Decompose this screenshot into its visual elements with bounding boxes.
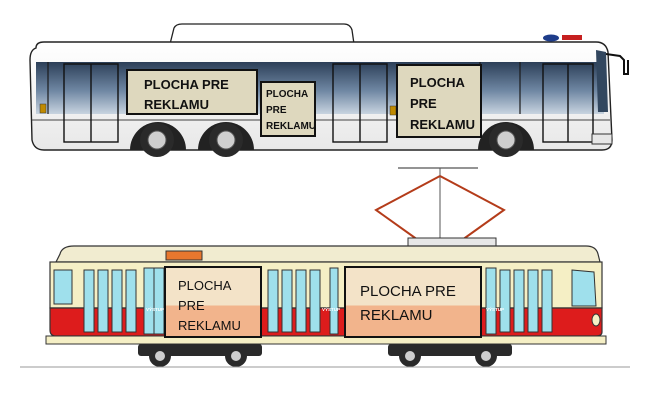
- bus-window-band: [36, 62, 604, 114]
- tram-destination-sign: [165, 250, 203, 261]
- bus-front-window: [596, 50, 608, 112]
- tram-roof: [55, 245, 601, 263]
- bus-ad-panel-1-label: PLOCHA PRE REKLAMU: [144, 77, 229, 112]
- tram-bogies: [138, 344, 512, 367]
- tram-exit-label-1: VÝSTUP: [146, 306, 164, 312]
- bus-wheels: [130, 122, 534, 157]
- bus-ad-panel-2-label: PLOCHA PRE REKLAMU: [266, 89, 316, 132]
- bus-mirror-icon: [605, 53, 629, 75]
- tram-ad-panel-2-label: PLOCHA PRE REKLAMU: [360, 283, 456, 324]
- tram-roof-equipment: [407, 237, 497, 247]
- tram-exit-label-3: VÝSTUP: [486, 306, 504, 312]
- tram-pantograph: [374, 167, 506, 241]
- bus-ad-panel-2: PLOCHA PRE REKLAMU: [260, 81, 316, 137]
- tram-ad-panel-1-label: PLOCHA PRE REKLAMU: [178, 278, 241, 333]
- bus-roof-unit: [169, 23, 355, 45]
- tram-doors: [143, 267, 497, 335]
- bus-ad-panel-3: PLOCHA PRE REKLAMU: [396, 64, 482, 138]
- bus-bumper: [591, 133, 613, 145]
- bus-brand-stripe: [562, 35, 582, 40]
- bus-emblem-left: [39, 103, 47, 114]
- tram-side-windows: [83, 269, 553, 333]
- bus-brand-badge: [543, 34, 559, 42]
- tram-ad-panel-2: PLOCHA PRE REKLAMU: [344, 266, 482, 338]
- tram-head-light: [591, 313, 601, 327]
- bus-doors: [63, 63, 594, 143]
- tram-front-window: [571, 269, 597, 307]
- tram-ad-panel-1: PLOCHA PRE REKLAMU: [164, 266, 262, 338]
- tram-skirt: [45, 335, 607, 345]
- tram-rear-window: [53, 269, 73, 305]
- tram-exit-label-2: VÝSTUP: [322, 306, 340, 312]
- bus-ad-panel-1: PLOCHA PRE REKLAMU: [126, 69, 258, 115]
- bus-ad-panel-3-label: PLOCHA PRE REKLAMU: [410, 75, 475, 132]
